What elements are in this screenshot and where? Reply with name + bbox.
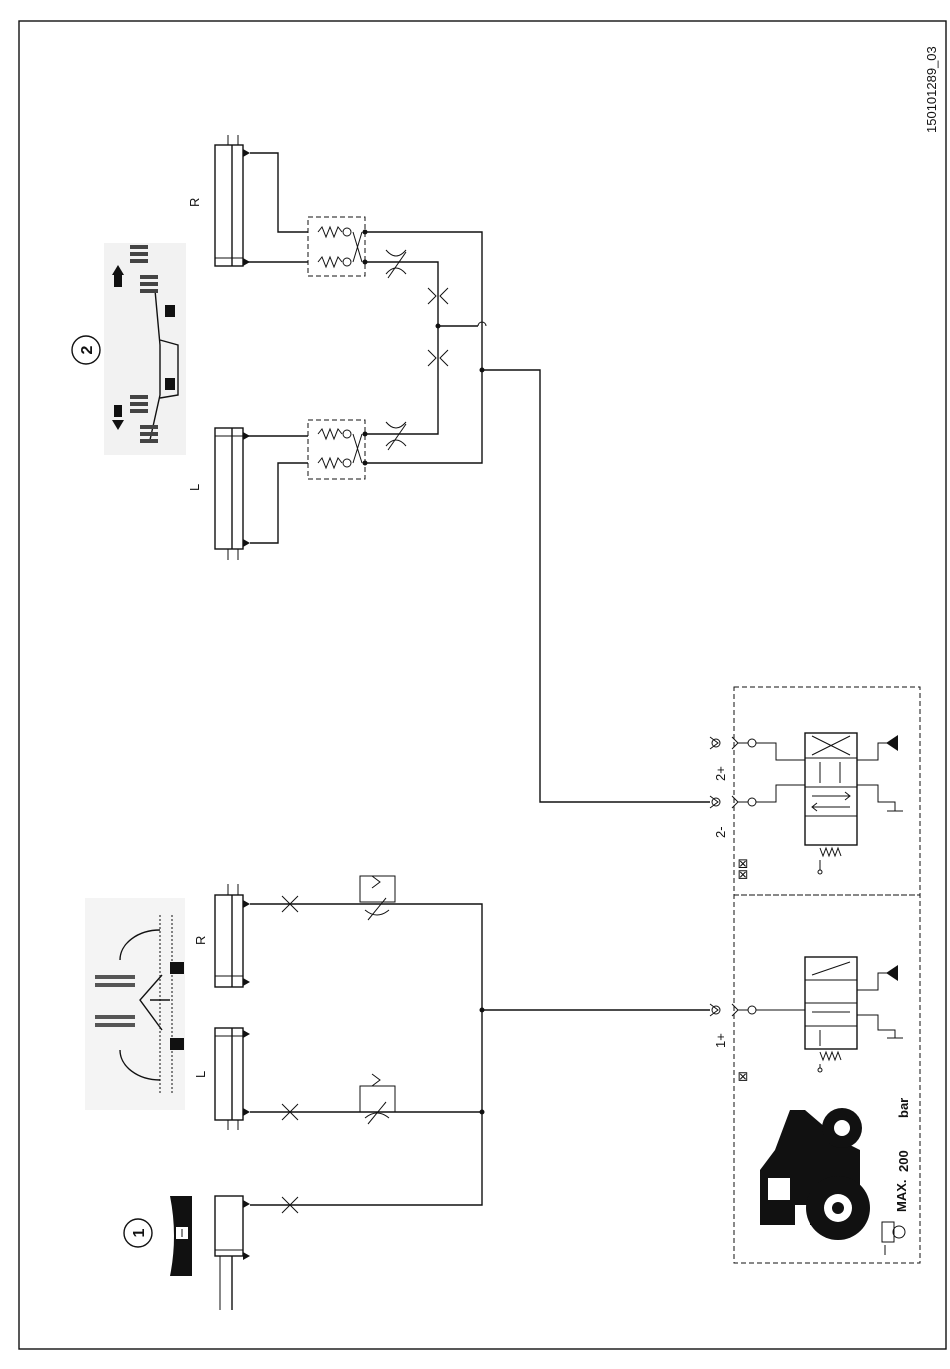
machine-illustration-1 <box>85 898 185 1110</box>
cylinder-lift <box>215 1196 250 1310</box>
port-label-1-plus: 1+ <box>713 1033 728 1048</box>
callout-1: 1 <box>124 1219 152 1247</box>
directional-valve-upper <box>756 733 903 874</box>
throttle-check-lower-right <box>360 876 395 920</box>
pump-icon <box>882 1222 905 1255</box>
label-lower-right: R <box>193 936 208 945</box>
label-upper-right: R <box>187 198 202 207</box>
cylinder-lower-right <box>215 884 250 987</box>
label-lower-left: L <box>193 1071 208 1078</box>
label-upper-left: L <box>187 484 202 491</box>
pressure-unit: bar <box>896 1098 911 1118</box>
junction-dots-upper <box>363 230 485 466</box>
tractor-icon <box>760 1108 870 1240</box>
callout-1-number: 1 <box>131 1228 148 1237</box>
pressure-value: 200 <box>896 1150 911 1172</box>
cylinder-lower-left <box>215 1028 250 1130</box>
callout-2: 2 <box>72 336 100 364</box>
directional-valve-lower <box>756 957 903 1072</box>
coupling-2-minus <box>710 796 756 808</box>
control-switch-icon <box>170 1196 192 1276</box>
pressure-spec: MAX. 200 bar <box>882 1098 911 1255</box>
lock-valve-upper-left <box>308 420 365 479</box>
valve-mark-single: ⊠ <box>735 1071 750 1082</box>
tractor-valve-box-upper <box>734 687 920 895</box>
cylinder-upper-left <box>215 428 250 560</box>
port-label-2-minus: 2- <box>713 826 728 838</box>
pressure-prefix: MAX. <box>894 1180 909 1213</box>
upper-circuit-lines <box>243 153 710 802</box>
cylinder-upper-right <box>215 135 250 266</box>
lock-valve-upper-right <box>308 217 365 276</box>
machine-illustration-2 <box>104 243 186 455</box>
document-id: 150101289_03 <box>924 46 939 133</box>
lower-circuit-lines <box>250 896 710 1213</box>
throttle-check-lower-left <box>360 1074 395 1124</box>
coupling-1-plus <box>710 1004 756 1016</box>
coupling-2-plus <box>710 737 756 749</box>
port-label-2-plus: 2+ <box>713 766 728 781</box>
callout-2-number: 2 <box>79 345 96 354</box>
valve-mark-double: ⊠⊠ <box>735 858 750 880</box>
